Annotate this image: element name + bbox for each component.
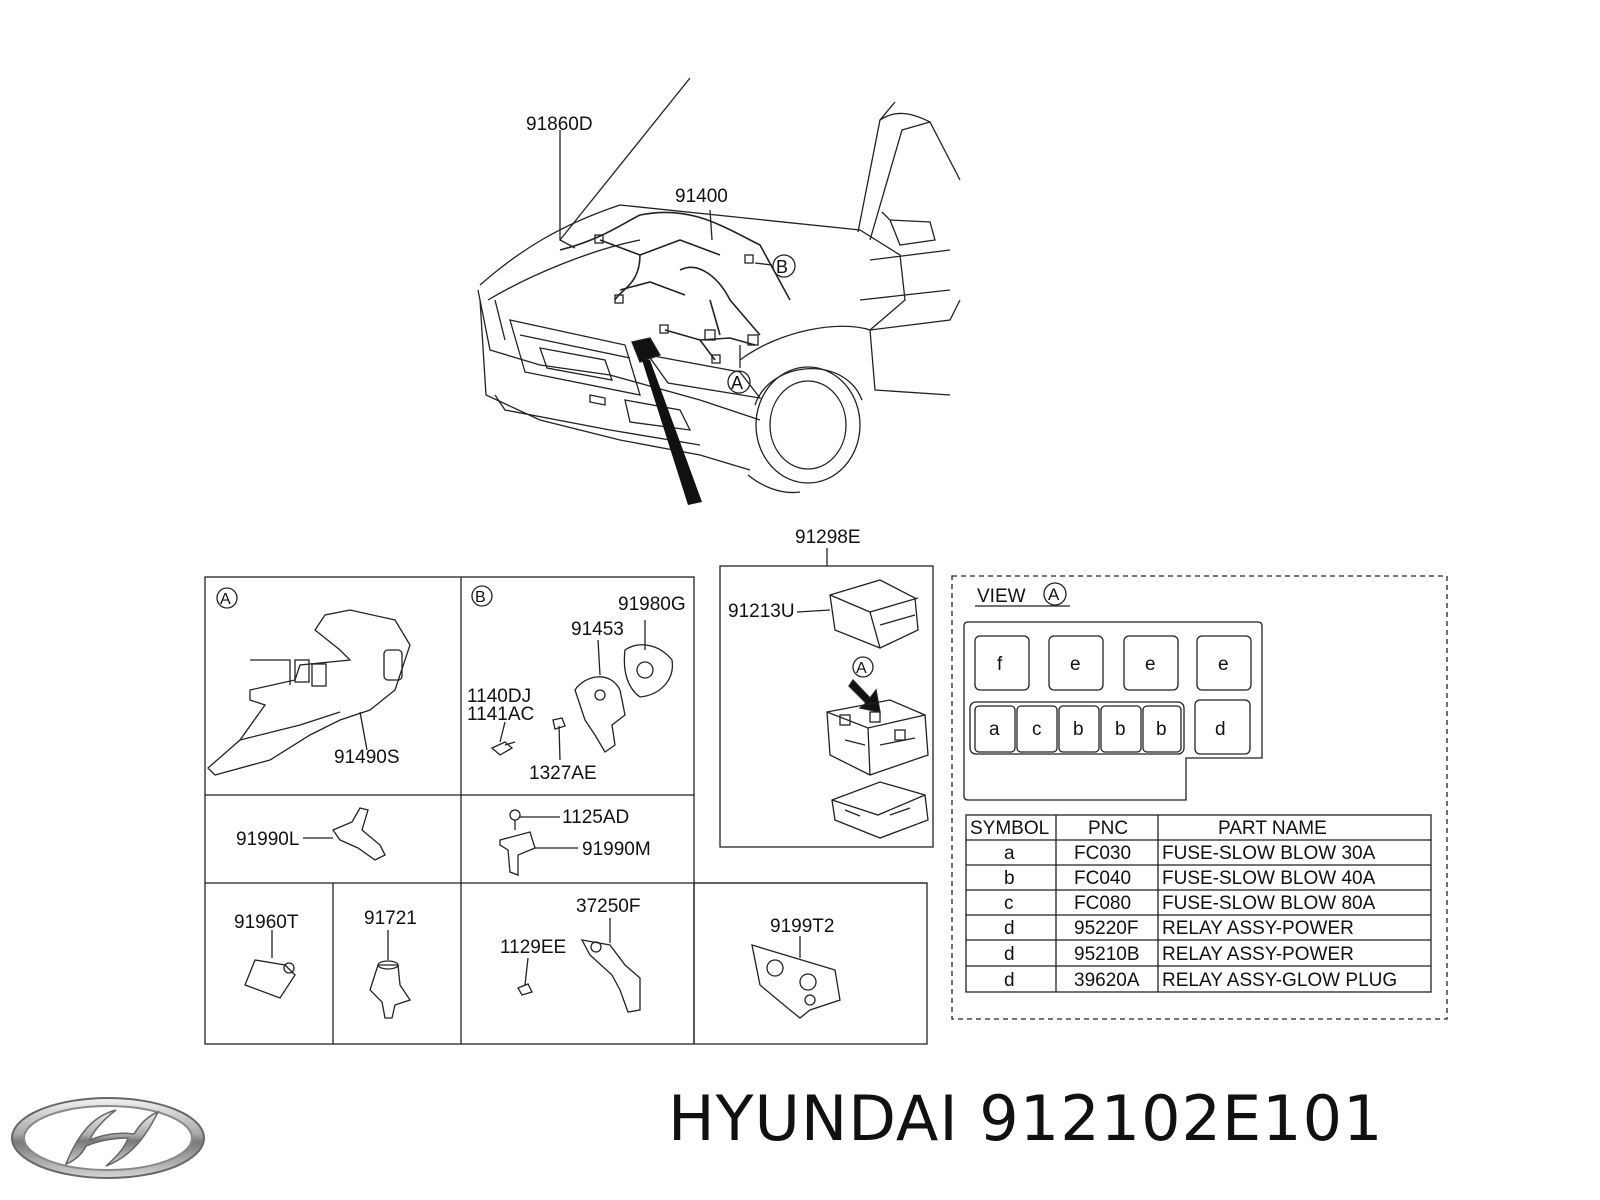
callout-b: B <box>772 254 796 278</box>
part-label-91400: 91400 <box>675 186 728 207</box>
fuse-c: c <box>1032 719 1042 740</box>
part-label-1327ae: 1327AE <box>529 763 597 784</box>
part-label-91721: 91721 <box>364 908 417 929</box>
table-cell: 95210B <box>1074 944 1140 965</box>
svg-text:A: A <box>856 660 867 677</box>
table-cell: d <box>1004 918 1015 939</box>
fuse-top-row: f e e e <box>974 635 1252 691</box>
part-label-1129ee: 1129EE <box>500 937 566 958</box>
brand-part-number: HYUNDAI 912102E101 <box>668 1082 1384 1155</box>
table-cell: c <box>1004 893 1014 914</box>
assembly-box: 91298E 91213U A <box>719 527 934 848</box>
fuse-e-1: e <box>1070 654 1081 675</box>
part-label-91490s: 91490S <box>334 747 400 768</box>
table-cell: FC080 <box>1074 893 1131 914</box>
table-cell: a <box>1004 843 1015 864</box>
table-cell: 95220F <box>1074 918 1138 939</box>
fuse-f: f <box>997 654 1003 675</box>
part-label-9199t2: 9199T2 <box>770 916 834 937</box>
table-cell: FUSE-SLOW BLOW 30A <box>1162 843 1376 864</box>
fuse-e-2: e <box>1145 654 1156 675</box>
panel-a: A 91490S <box>207 587 411 776</box>
part-label-1140dj: 1140DJ <box>467 686 531 707</box>
part-label-91980g: 91980G <box>618 594 686 615</box>
table-cell: RELAY ASSY-GLOW PLUG <box>1162 970 1397 991</box>
fuse-bottom-row: a c b b b d <box>969 699 1251 755</box>
view-a-panel: VIEW A f e e e a c b b b <box>951 575 1448 1020</box>
part-label-91298e: 91298E <box>795 527 861 548</box>
table-cell: 39620A <box>1074 970 1140 991</box>
part-label-91960t: 91960T <box>234 912 299 933</box>
svg-text:A: A <box>220 591 231 608</box>
parts-table: SYMBOL PNC PART NAME a FC030 FUSE-SLOW B… <box>965 814 1432 993</box>
table-cell: RELAY ASSY-POWER <box>1162 918 1354 939</box>
fuse-b-3: b <box>1156 719 1167 740</box>
view-letter: A <box>1048 585 1060 604</box>
table-cell: FC040 <box>1074 868 1131 889</box>
table-header-part-name: PART NAME <box>1218 818 1327 839</box>
table-cell: RELAY ASSY-POWER <box>1162 944 1354 965</box>
svg-text:A: A <box>731 373 743 393</box>
table-cell: FUSE-SLOW BLOW 80A <box>1162 893 1376 914</box>
car-illustration <box>477 77 961 505</box>
panel-row2-right: 1125AD 91990M <box>499 807 651 876</box>
svg-text:B: B <box>776 257 788 277</box>
parts-grid <box>204 576 928 1045</box>
table-cell: d <box>1004 944 1015 965</box>
part-label-1141ac: 1141AC <box>467 704 534 725</box>
table-header-pnc: PNC <box>1088 818 1128 839</box>
panel-row2-left: 91990L <box>236 807 386 861</box>
fuse-e-3: e <box>1218 654 1229 675</box>
fuse-b-1: b <box>1073 719 1084 740</box>
part-label-91990m: 91990M <box>582 839 651 860</box>
part-label-91213u: 91213U <box>728 601 795 622</box>
callout-a: A <box>727 370 751 394</box>
hyundai-logo-icon <box>8 1094 208 1187</box>
fuse-a: a <box>989 719 1000 740</box>
part-label-91453: 91453 <box>571 619 624 640</box>
table-cell: b <box>1004 868 1015 889</box>
fuse-b-2: b <box>1115 719 1126 740</box>
panel-b: B 91980G 91453 1140DJ 1141AC 1327AE <box>467 585 686 784</box>
part-label-37250f: 37250F <box>576 896 640 917</box>
relay-d: d <box>1215 719 1226 740</box>
table-cell: FC030 <box>1074 843 1131 864</box>
table-header-symbol: SYMBOL <box>970 818 1049 839</box>
panel-row3: 91960T 91721 37250F 1129EE 9199T2 <box>234 896 841 1019</box>
part-label-1125ad: 1125AD <box>562 807 629 828</box>
part-label-91990l: 91990L <box>236 829 299 850</box>
table-cell: d <box>1004 970 1015 991</box>
svg-text:B: B <box>475 589 486 606</box>
part-label-91860d: 91860D <box>526 114 593 135</box>
table-cell: FUSE-SLOW BLOW 40A <box>1162 868 1376 889</box>
view-title: VIEW <box>977 586 1026 607</box>
